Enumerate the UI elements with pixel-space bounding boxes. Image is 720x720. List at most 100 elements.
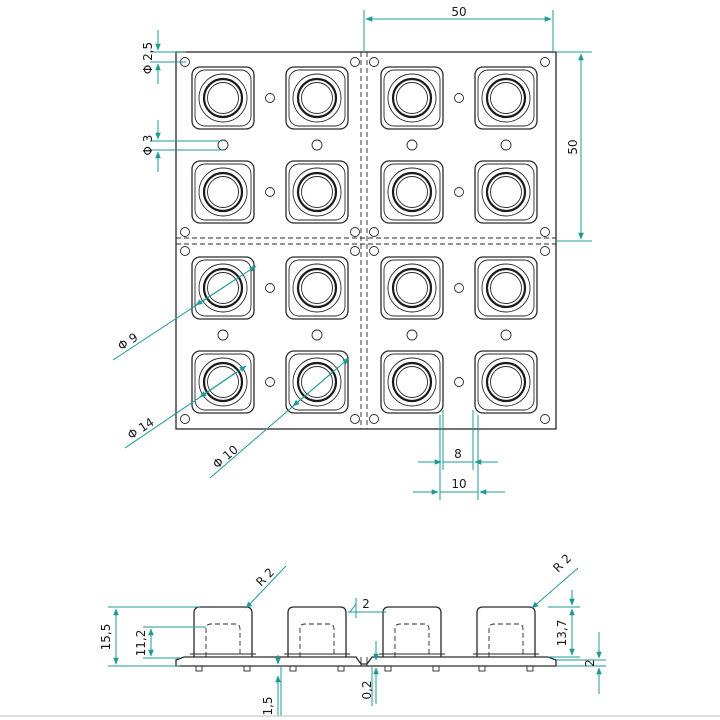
- key-outer-frame: [380, 160, 444, 224]
- key-outer-ring: [198, 167, 248, 217]
- key: [474, 350, 538, 414]
- key-cap-profile: [193, 606, 253, 657]
- key: [285, 350, 349, 414]
- key-outer-frame: [285, 256, 349, 320]
- key-center: [490, 176, 522, 208]
- mount-hole: [406, 329, 418, 341]
- key-cap-ring: [202, 361, 244, 403]
- mount-hole: [540, 414, 550, 424]
- key-inner-frame: [288, 163, 346, 221]
- mount-hole: [265, 283, 275, 293]
- key-cap-ring: [296, 171, 338, 213]
- key-center: [396, 82, 428, 114]
- key-inner-frame: [194, 163, 252, 221]
- key-center: [396, 176, 428, 208]
- key: [474, 256, 538, 320]
- dimension-label-right-height: 13,7: [555, 620, 569, 647]
- key-inner-frame: [288, 259, 346, 317]
- dimension-label-height: 50: [566, 139, 580, 154]
- key-center: [301, 82, 333, 114]
- mount-hole: [369, 414, 379, 424]
- key-center: [301, 176, 333, 208]
- base-nub: [478, 665, 486, 672]
- mount-hole: [454, 187, 464, 197]
- key-outer-ring: [292, 263, 342, 313]
- key-inner-frame: [288, 353, 346, 411]
- key-outer-ring: [387, 167, 437, 217]
- mount-hole: [454, 93, 464, 103]
- side-key: [379, 606, 445, 672]
- key-center: [301, 272, 333, 304]
- key: [380, 160, 444, 224]
- key-cap-profile: [287, 606, 347, 657]
- key-center: [207, 272, 239, 304]
- key-outer-frame: [380, 66, 444, 130]
- dimension-label-pitch-inner: 8: [454, 447, 462, 461]
- key: [285, 256, 349, 320]
- key: [285, 160, 349, 224]
- mount-holes: [180, 57, 550, 424]
- key: [474, 160, 538, 224]
- mount-hole: [350, 414, 360, 424]
- key: [191, 256, 255, 320]
- key-inner-frame: [477, 259, 535, 317]
- key-center: [490, 272, 522, 304]
- key-center: [207, 176, 239, 208]
- key-center: [207, 366, 239, 398]
- key-outer-frame: [285, 160, 349, 224]
- dimension-label-gap: 2: [362, 597, 370, 611]
- key-outer-frame: [474, 66, 538, 130]
- dimension-label-hole-large: Φ 3: [141, 135, 155, 156]
- key-outer-frame: [380, 256, 444, 320]
- mount-hole: [350, 246, 360, 256]
- key-outer-ring: [481, 263, 531, 313]
- key-outer-ring: [387, 73, 437, 123]
- key-inner-frame: [383, 259, 441, 317]
- key-cap-ring: [391, 171, 433, 213]
- base-nub: [195, 665, 203, 672]
- top-view-dimensions: 50 50 Φ 2,5 Φ 3 Φ 9 Φ 14 Φ 10: [112, 5, 592, 500]
- key-outer-ring: [292, 73, 342, 123]
- dimension-label-radius-right: R 2: [550, 551, 574, 575]
- key-inner-hidden: [299, 623, 335, 657]
- dimension-label-slit: 0,2: [360, 680, 374, 699]
- key-inner-frame: [194, 353, 252, 411]
- key-inner-frame: [477, 163, 535, 221]
- mount-hole: [369, 227, 379, 237]
- key-cap-ring: [202, 267, 244, 309]
- mount-hole: [311, 139, 323, 151]
- mount-hole: [265, 377, 275, 387]
- side-key: [190, 606, 256, 672]
- dimension-label-outer-dia: Φ 14: [125, 415, 157, 442]
- key-cap-ring: [202, 171, 244, 213]
- dimension-label-radius-left: R 2: [253, 565, 277, 589]
- keypad-outline: [175, 51, 557, 430]
- key-inner-frame: [383, 163, 441, 221]
- key-outer-ring: [292, 357, 342, 407]
- dimension-label-base: 2: [583, 659, 597, 667]
- key-inner-frame: [194, 69, 252, 127]
- key-inner-frame: [383, 353, 441, 411]
- mount-hole: [369, 57, 379, 67]
- key-cap-profile: [382, 606, 442, 657]
- mount-hole: [180, 414, 190, 424]
- side-key: [473, 606, 539, 672]
- base-nub: [526, 665, 534, 672]
- key-cap-ring: [485, 77, 527, 119]
- key-inner-hidden: [205, 623, 241, 657]
- mount-hole: [369, 246, 379, 256]
- key-inner-hidden: [394, 623, 430, 657]
- key-outer-frame: [191, 256, 255, 320]
- base-plate: [175, 656, 557, 667]
- key-cap-ring: [391, 361, 433, 403]
- key-cap-ring: [485, 267, 527, 309]
- key-outer-ring: [481, 357, 531, 407]
- mount-hole: [217, 329, 229, 341]
- key: [191, 160, 255, 224]
- mount-hole: [454, 377, 464, 387]
- key-cap-ring: [296, 267, 338, 309]
- key-outer-frame: [285, 350, 349, 414]
- key-outer-frame: [474, 350, 538, 414]
- key-cap-ring: [391, 267, 433, 309]
- key: [191, 350, 255, 414]
